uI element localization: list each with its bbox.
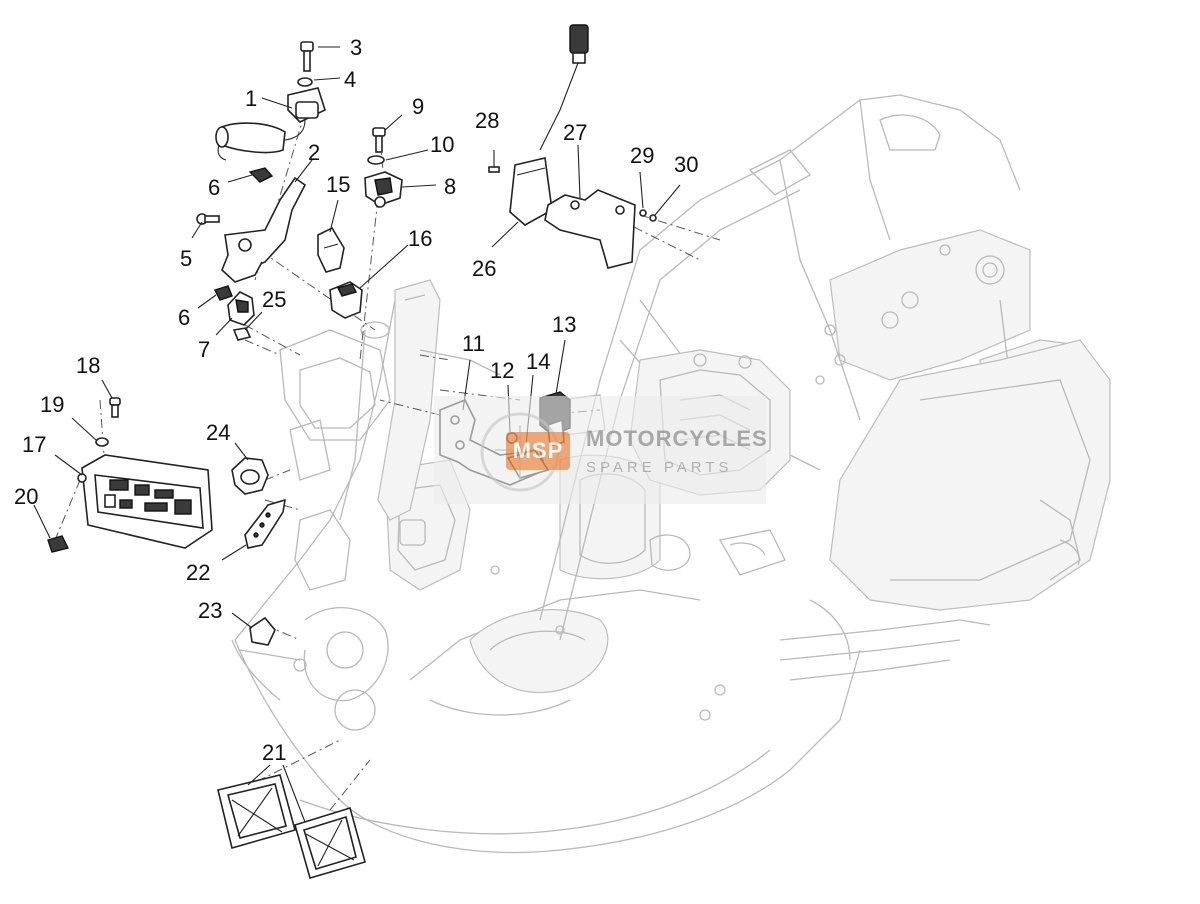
part-30-nut xyxy=(649,214,657,222)
part-23-clip xyxy=(249,616,276,646)
callout-22: 22 xyxy=(186,560,210,585)
part-24-grommet xyxy=(231,457,269,495)
callout-13: 13 xyxy=(552,312,576,337)
callout-29: 29 xyxy=(630,143,654,168)
callout-26: 26 xyxy=(472,256,496,281)
part-19-washer xyxy=(95,437,109,447)
callout-9: 9 xyxy=(412,94,424,119)
part-10-washer xyxy=(367,155,385,165)
callout-numbers: 3 4 1 2 6 5 6 7 25 9 10 8 15 16 28 27 29… xyxy=(14,35,698,765)
watermark-logo-text: MSP xyxy=(513,438,564,463)
callout-17: 17 xyxy=(22,432,46,457)
part-6-clip-lower xyxy=(214,285,233,301)
part-20-clip xyxy=(47,535,70,553)
callout-12: 12 xyxy=(490,358,514,383)
watermark-logo-badge xyxy=(506,432,570,470)
part-2-bracket xyxy=(221,176,307,283)
part-29-washer xyxy=(639,209,647,217)
part-28-screw xyxy=(488,166,500,173)
part-3-screw xyxy=(300,41,314,72)
part-17-fuse-box xyxy=(77,454,213,549)
callout-27: 27 xyxy=(563,120,587,145)
watermark-title: MOTORCYCLES xyxy=(586,426,768,451)
callout-11: 11 xyxy=(462,331,485,356)
callout-1: 1 xyxy=(245,86,257,111)
part-22-plate xyxy=(244,498,286,549)
callout-6-upper: 6 xyxy=(208,175,220,200)
callout-8: 8 xyxy=(444,174,456,199)
callout-30: 30 xyxy=(674,152,698,177)
part-5-screw xyxy=(196,213,220,225)
callout-4: 4 xyxy=(344,67,356,92)
part-8-clamp xyxy=(364,171,403,208)
callout-3: 3 xyxy=(350,35,362,60)
part-27-bracket xyxy=(544,189,636,269)
callout-28: 28 xyxy=(475,108,499,133)
watermark: MSP MOTORCYCLES SPARE PARTS xyxy=(434,396,768,504)
part-9-screw xyxy=(372,127,386,153)
callout-18: 18 xyxy=(76,353,100,378)
part-15-connector xyxy=(317,226,345,273)
callout-23: 23 xyxy=(198,598,222,623)
leader-lines xyxy=(33,46,681,823)
part-21-mat-right xyxy=(294,806,366,879)
scooter-frame xyxy=(231,94,1111,854)
callout-25: 25 xyxy=(262,287,286,312)
callout-5: 5 xyxy=(180,246,192,271)
callout-10: 10 xyxy=(430,132,454,157)
callout-20: 20 xyxy=(14,484,38,509)
callout-21: 21 xyxy=(262,740,286,765)
part-18-screw xyxy=(109,397,121,418)
callout-19: 19 xyxy=(40,392,64,417)
callout-24: 24 xyxy=(206,420,230,445)
callout-2: 2 xyxy=(308,140,320,165)
part-6-clip-upper xyxy=(248,167,274,183)
callout-15: 15 xyxy=(326,172,350,197)
callout-7: 7 xyxy=(198,337,210,362)
part-7-housing xyxy=(227,291,255,326)
part-21-mat-left xyxy=(217,774,296,849)
callout-6-lower: 6 xyxy=(178,305,190,330)
part-1-coil xyxy=(215,87,326,161)
callout-16: 16 xyxy=(408,226,432,251)
part-4-washer xyxy=(297,77,313,87)
callout-14: 14 xyxy=(526,349,550,374)
part-25-nut xyxy=(232,327,252,341)
part-16-cap xyxy=(329,281,363,319)
watermark-subtitle: SPARE PARTS xyxy=(586,459,733,476)
part-26-module xyxy=(509,24,589,226)
